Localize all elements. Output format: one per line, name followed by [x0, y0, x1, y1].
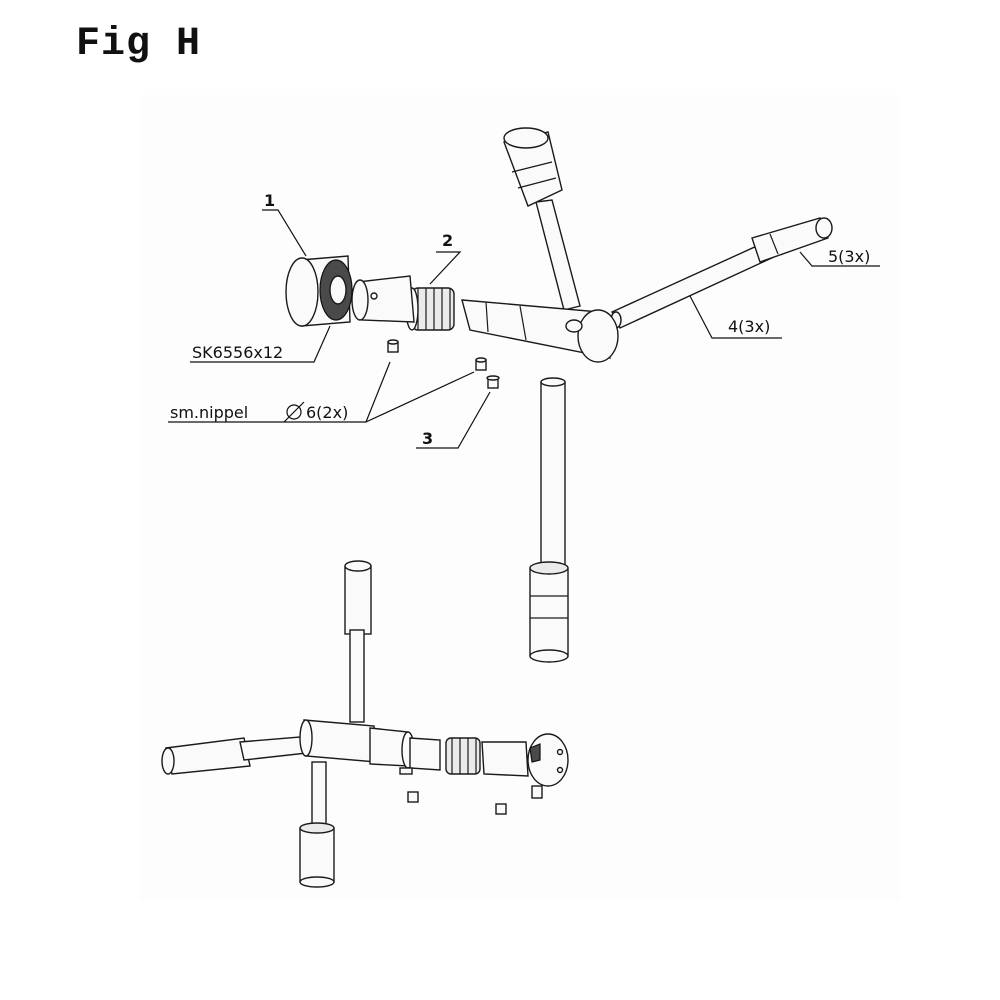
callout-1-label: 1	[264, 191, 275, 210]
upper-assembly	[285, 127, 833, 663]
callout-5-label: 5(3x)	[828, 247, 870, 266]
bearing	[285, 255, 353, 327]
grease-nipple-2	[475, 357, 487, 371]
callout-3-label: 3	[422, 429, 433, 448]
upper-handle-up	[503, 127, 581, 311]
callouts: 1 2 5(3x) 4(3x) SK6556x12 sm.nippel 6(2x…	[168, 191, 880, 449]
grease-nipple-1	[387, 339, 399, 353]
callout-nipple-text: sm.nippel	[170, 403, 248, 422]
shaft-sleeve	[351, 275, 415, 323]
callout-2-label: 2	[442, 231, 453, 250]
figure-title: Fig H	[76, 22, 202, 67]
diameter-icon	[283, 401, 305, 423]
upper-handle-right	[610, 217, 833, 329]
callout-4-label: 4(3x)	[728, 317, 770, 336]
callout-bearing-label: SK6556x12	[192, 343, 283, 362]
lower-assembly	[161, 560, 569, 888]
hub-body	[461, 299, 619, 363]
upper-handle-down	[529, 377, 569, 663]
callout-nipple-qty: 6(2x)	[306, 403, 348, 422]
set-screw-3	[486, 375, 500, 389]
